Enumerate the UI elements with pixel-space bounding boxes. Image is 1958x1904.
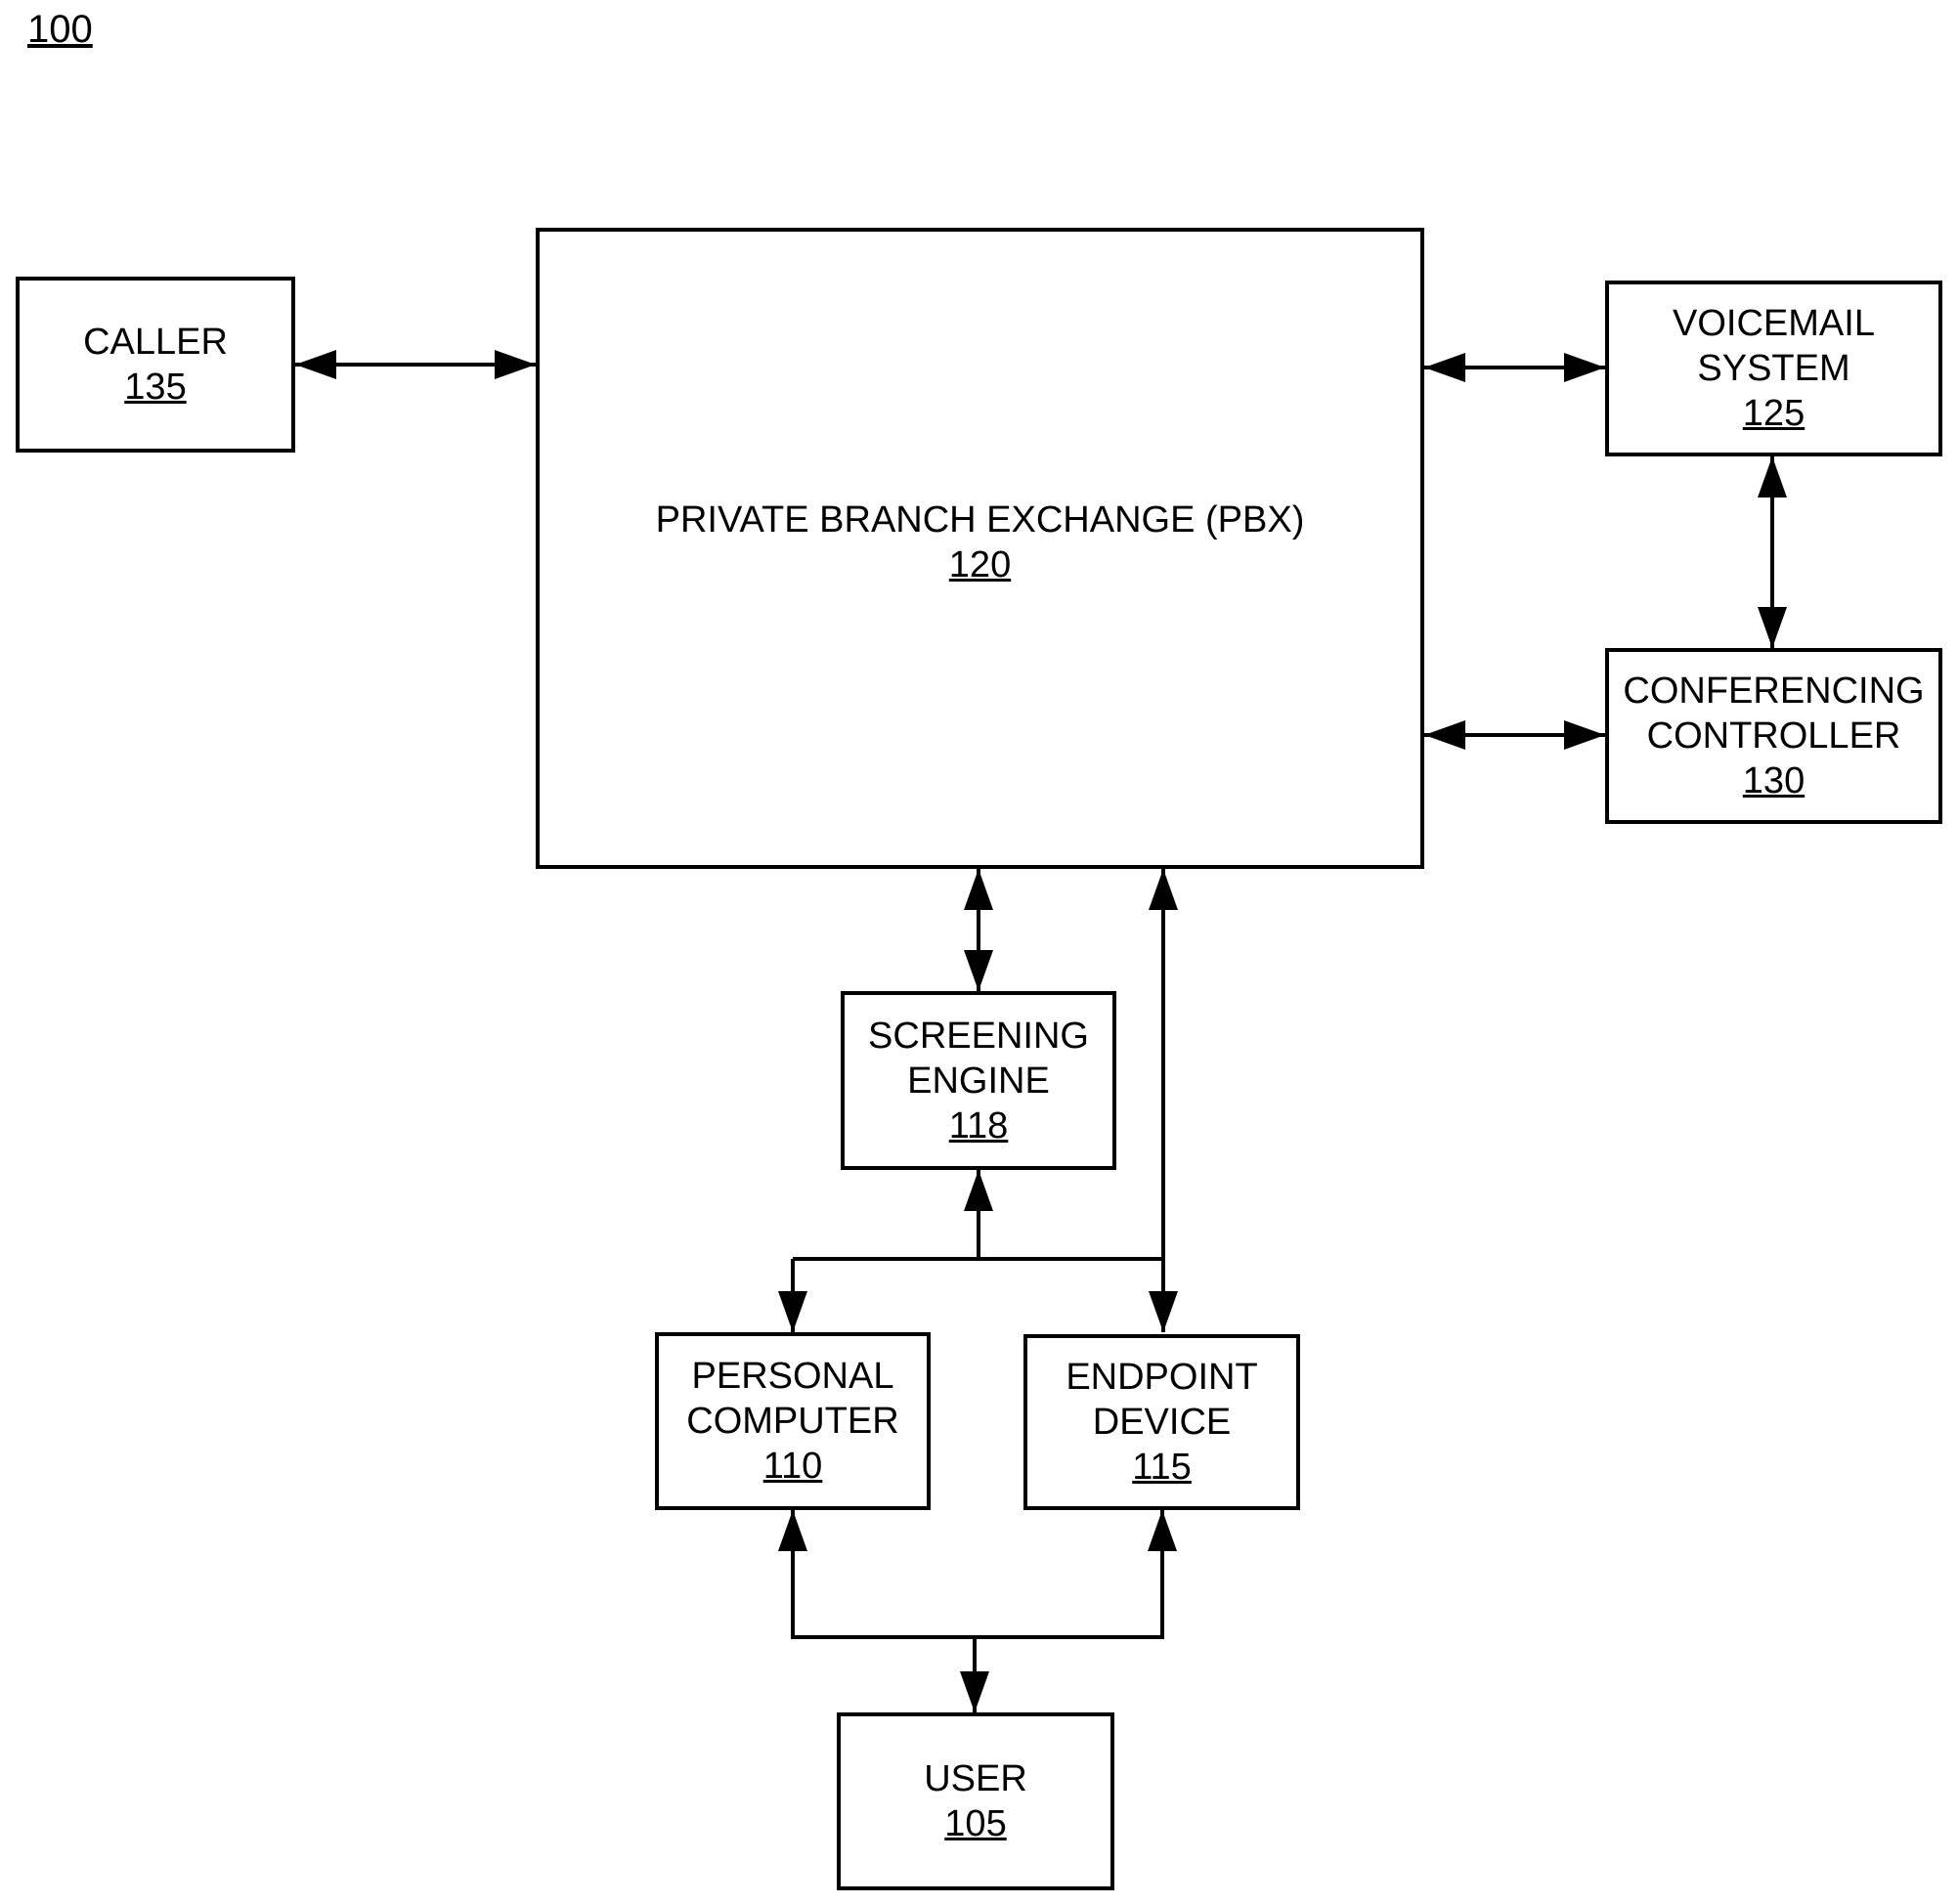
voicemail-box: VOICEMAIL SYSTEM 125 (1605, 281, 1942, 456)
conferencing-ref: 130 (1743, 758, 1805, 803)
caller-label: CALLER (83, 320, 228, 365)
user-box: USER 105 (837, 1712, 1114, 1890)
screening-line2: ENGINE (907, 1059, 1050, 1103)
endpoint-device-box: ENDPOINT DEVICE 115 (1023, 1334, 1300, 1510)
personal-computer-line2: COMPUTER (686, 1399, 898, 1444)
endpoint-line2: DEVICE (1093, 1400, 1231, 1445)
user-endpoint-arrow (975, 1510, 1162, 1637)
caller-ref: 135 (124, 365, 186, 410)
screening-line1: SCREENING (868, 1014, 1089, 1059)
screening-ref: 118 (949, 1103, 1009, 1148)
personal-computer-box: PERSONAL COMPUTER 110 (655, 1332, 931, 1510)
pbx-label: PRIVATE BRANCH EXCHANGE (PBX) (656, 498, 1305, 542)
conferencing-box: CONFERENCING CONTROLLER 130 (1605, 648, 1942, 824)
voicemail-line1: VOICEMAIL (1673, 301, 1875, 346)
pbx-box: PRIVATE BRANCH EXCHANGE (PBX) 120 (536, 228, 1424, 869)
endpoint-ref: 115 (1132, 1445, 1192, 1490)
user-label: USER (924, 1756, 1027, 1801)
conferencing-line1: CONFERENCING (1623, 669, 1924, 714)
caller-box: CALLER 135 (16, 277, 295, 453)
user-ref: 105 (944, 1801, 1006, 1846)
figure-number: 100 (27, 8, 93, 52)
endpoint-line1: ENDPOINT (1066, 1355, 1257, 1400)
screening-engine-box: SCREENING ENGINE 118 (841, 991, 1116, 1170)
user-personal-computer-arrow (793, 1510, 975, 1637)
pbx-ref: 120 (949, 542, 1011, 587)
personal-computer-line1: PERSONAL (692, 1354, 894, 1399)
personal-computer-ref: 110 (763, 1444, 823, 1489)
voicemail-ref: 125 (1743, 391, 1805, 436)
conferencing-line2: CONTROLLER (1647, 714, 1901, 758)
voicemail-line2: SYSTEM (1697, 346, 1849, 391)
